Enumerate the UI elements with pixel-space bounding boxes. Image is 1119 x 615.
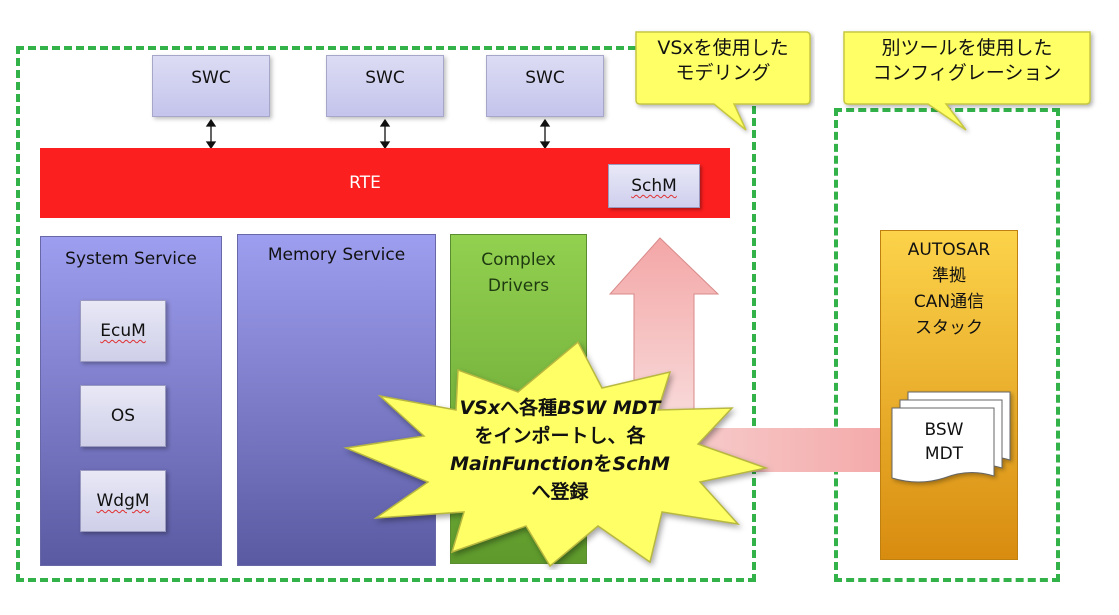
complex-line2: Drivers	[487, 276, 550, 296]
burst-text: VSxへ各種BSW MDT をインポートし、各 MainFunctionをSch…	[430, 394, 690, 506]
module-wdgm: WdgM	[80, 470, 166, 532]
burst-line1-c: BSW MDT	[557, 397, 661, 419]
module-wdgm-label: WdgM	[96, 491, 150, 511]
bsw-mdt-line1: BSW	[924, 420, 964, 440]
complex-line1: Complex	[481, 250, 556, 270]
rte-label: RTE	[349, 173, 381, 193]
bsw-mdt-line2: MDT	[924, 444, 964, 464]
schm-box: SchM	[608, 164, 700, 208]
double-arrow-1	[205, 118, 217, 150]
autosar-line2: 準拠	[932, 266, 966, 286]
double-arrow-2	[379, 118, 391, 150]
vsx-modeling-region	[16, 46, 756, 582]
callout-right-text: 別ツールを使用した コンフィグレーション	[844, 36, 1090, 86]
module-ecum: EcuM	[80, 300, 166, 362]
callout-left-line2: モデリング	[675, 62, 771, 84]
burst-line2: をインポートし、各	[474, 425, 646, 447]
schm-label: SchM	[631, 176, 677, 196]
callout-left-bubble	[635, 31, 811, 131]
swc-box-2: SWC	[326, 55, 444, 117]
double-arrow-3	[539, 118, 551, 150]
import-note-burst	[343, 340, 769, 568]
swc-label-1: SWC	[191, 68, 231, 88]
burst-line4: へ登録	[531, 481, 589, 503]
module-ecum-label: EcuM	[100, 321, 146, 341]
swc-label-2: SWC	[365, 68, 405, 88]
module-os-label: OS	[110, 406, 136, 426]
swc-box-1: SWC	[152, 55, 270, 117]
bsw-mdt-label: BSW MDT	[892, 418, 996, 466]
swc-box-3: SWC	[486, 55, 604, 117]
autosar-line4: スタック	[915, 318, 983, 338]
callout-right-line1: 別ツールを使用した	[881, 37, 1053, 59]
burst-line3-a: MainFunction	[450, 453, 594, 475]
swc-rte-arrows	[205, 118, 551, 150]
callout-left-line1: VSxを使用した	[657, 37, 789, 59]
memory-service-title: Memory Service	[267, 245, 406, 265]
burst-line1-b: へ各種	[500, 397, 558, 419]
system-service-title: System Service	[65, 249, 197, 269]
callout-right-bubble	[843, 31, 1091, 131]
autosar-line1: AUTOSAR	[907, 240, 991, 260]
swc-label-3: SWC	[525, 68, 565, 88]
autosar-line3: CAN通信	[913, 292, 985, 312]
bsw-mdt-document-icon	[891, 391, 1011, 483]
burst-line1-a: VSx	[459, 397, 501, 419]
callout-right-line2: コンフィグレーション	[872, 62, 1062, 84]
burst-line3-b: を	[593, 453, 613, 475]
module-os: OS	[80, 385, 166, 447]
burst-line3-c: SchM	[612, 453, 670, 475]
callout-left-text: VSxを使用した モデリング	[636, 36, 810, 86]
